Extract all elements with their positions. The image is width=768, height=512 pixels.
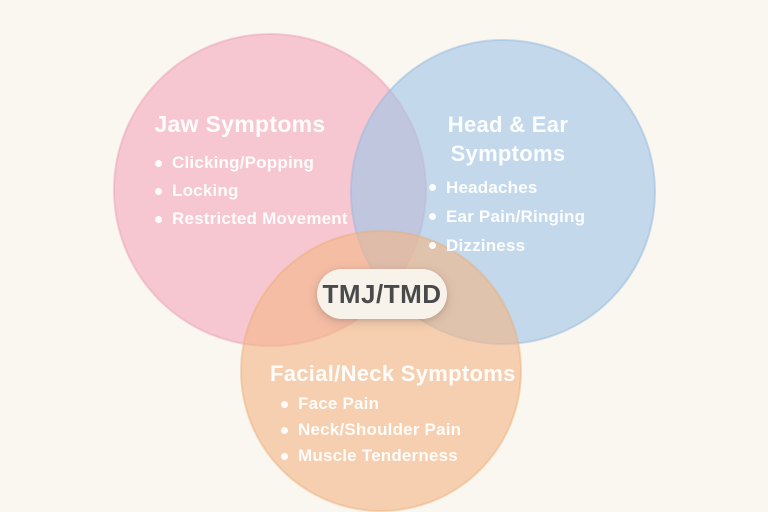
center-label: TMJ/TMD xyxy=(322,278,442,309)
jaw-symptoms-title: Jaw Symptoms xyxy=(154,111,326,137)
list-item: Clicking/Popping xyxy=(155,149,348,177)
bullet-icon xyxy=(429,242,436,249)
list-item-label: Ear Pain/Ringing xyxy=(446,206,586,226)
list-item: Muscle Tenderness xyxy=(281,443,461,469)
list-item: Locking xyxy=(155,177,348,205)
facial-neck-symptoms-title: Facial/Neck Symptoms xyxy=(270,361,516,386)
bullet-icon xyxy=(155,187,162,195)
bullet-icon xyxy=(281,400,288,408)
list-item: Ear Pain/Ringing xyxy=(429,202,585,231)
tmj-tmd-center-pill: TMJ/TMD xyxy=(317,269,447,319)
list-item-label: Dizziness xyxy=(446,235,526,255)
bullet-icon xyxy=(155,159,162,167)
facial-neck-symptoms-list: Face Pain Neck/Shoulder Pain Muscle Tend… xyxy=(281,391,461,469)
bullet-icon xyxy=(429,213,436,220)
list-item-label: Neck/Shoulder Pain xyxy=(298,420,462,439)
list-item-label: Muscle Tenderness xyxy=(298,446,458,465)
bullet-icon xyxy=(281,426,288,434)
bullet-icon xyxy=(155,215,162,223)
list-item-label: Face Pain xyxy=(298,394,380,413)
list-item: Neck/Shoulder Pain xyxy=(281,417,461,443)
facial-neck-symptoms-circle xyxy=(240,230,522,512)
list-item: Headaches xyxy=(429,173,585,202)
head-ear-symptoms-title: Head & Ear Symptoms xyxy=(447,112,569,166)
list-item: Dizziness xyxy=(429,231,585,260)
head-ear-symptoms-list: Headaches Ear Pain/Ringing Dizziness xyxy=(429,173,585,260)
list-item-label: Restricted Movement xyxy=(172,209,348,228)
bullet-icon xyxy=(281,452,288,460)
list-item: Restricted Movement xyxy=(155,205,348,233)
list-item: Face Pain xyxy=(281,391,461,417)
bullet-icon xyxy=(429,184,436,191)
list-item-label: Headaches xyxy=(446,177,538,197)
jaw-symptoms-list: Clicking/Popping Locking Restricted Move… xyxy=(155,149,348,233)
list-item-label: Locking xyxy=(172,181,239,200)
list-item-label: Clicking/Popping xyxy=(172,153,315,172)
